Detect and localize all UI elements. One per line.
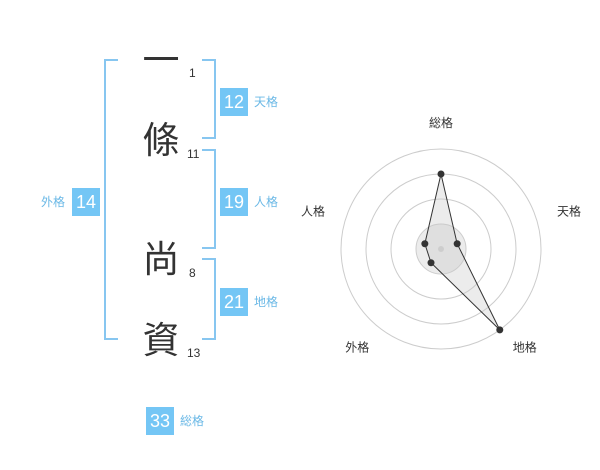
jinkaku-label: 人格: [254, 195, 279, 209]
jinkaku-value: 19: [220, 188, 248, 216]
radar-axis-label-4: 外格: [345, 340, 369, 355]
chikaku-label: 地格: [254, 295, 279, 309]
radar-ring-1: [415, 223, 467, 275]
stroke-count-1: 1: [189, 66, 196, 80]
soukaku-label: 総格: [180, 414, 205, 428]
name-char-3: 尚: [142, 238, 180, 281]
radar-ring-4: [340, 148, 542, 350]
jinkaku-bracket: [202, 149, 216, 249]
radar-point-4: [427, 259, 435, 267]
radar-point-5: [421, 240, 429, 248]
soukaku-value: 33: [146, 407, 174, 435]
tenkaku-value: 12: [220, 88, 248, 116]
radar-axis-label-1: 総格: [429, 115, 453, 130]
tenkaku-label: 天格: [254, 95, 279, 109]
name-char-1: 一: [142, 39, 180, 82]
radar-axis-label-5: 人格: [301, 203, 325, 218]
radar-point-2: [453, 240, 461, 248]
gaikaku-bracket: [104, 59, 118, 340]
name-char-4: 資: [142, 319, 180, 362]
chikaku-value: 21: [220, 288, 248, 316]
radar-ring-2: [390, 198, 492, 300]
gaikaku-label: 外格: [41, 195, 66, 209]
tenkaku-bracket: [202, 59, 216, 139]
gaikaku-value: 14: [72, 188, 100, 216]
stroke-count-3: 8: [189, 266, 196, 280]
stroke-count-2: 11: [187, 147, 200, 161]
radar-center-dot: [438, 246, 444, 252]
stroke-count-4: 13: [187, 346, 201, 360]
radar-axis-label-2: 天格: [557, 203, 581, 218]
radar-axis-label-3: 地格: [513, 340, 537, 355]
radar-point-1: [437, 170, 445, 178]
radar-series-area: [424, 173, 501, 331]
chikaku-bracket: [202, 258, 216, 340]
radar-point-3: [496, 326, 504, 334]
name-char-2: 條: [142, 119, 180, 162]
